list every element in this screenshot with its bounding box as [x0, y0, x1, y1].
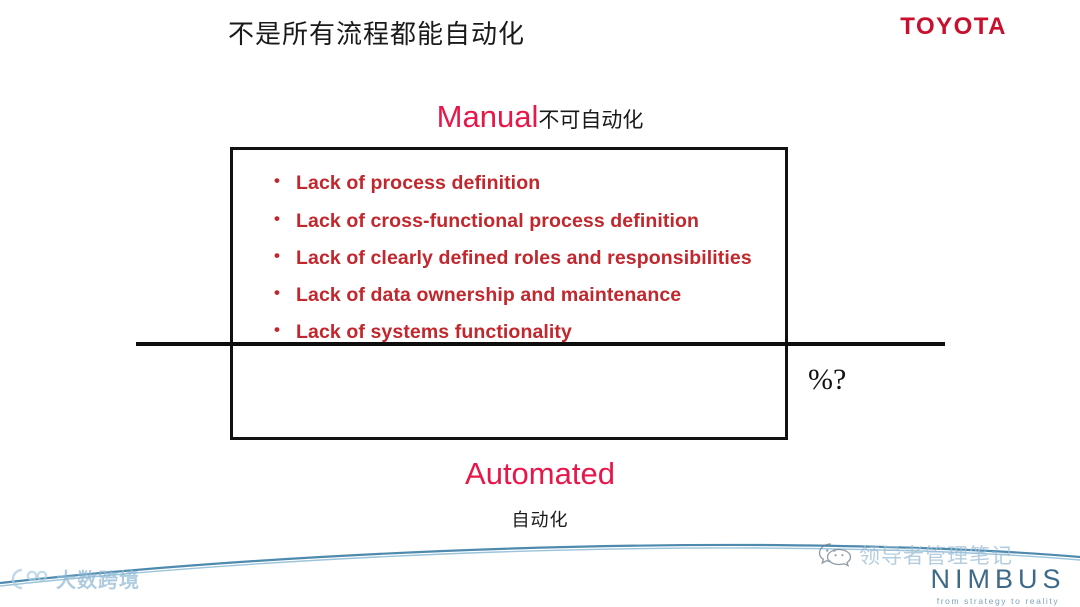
watermark-wechat: 领导者管理笔记 — [818, 540, 1013, 570]
dashu-logo-icon — [11, 568, 48, 589]
toyota-logo: TOYOTA — [900, 13, 1007, 40]
nimbus-logo: NIMBUS from strategy to reality — [918, 564, 1078, 607]
watermark-wechat-label: 领导者管理笔记 — [859, 545, 1013, 568]
list-item: Lack of cross-functional process definit… — [272, 207, 792, 235]
automated-heading-en: Automated — [465, 456, 615, 491]
manual-heading-zh: 不可自动化 — [538, 109, 644, 132]
wechat-icon — [818, 543, 852, 567]
percent-question-label: %? — [808, 363, 847, 396]
nimbus-name: NIMBUS — [930, 564, 1066, 594]
list-item: Lack of process definition — [272, 169, 792, 197]
list-item: Lack of systems functionality — [272, 318, 792, 346]
list-item: Lack of data ownership and maintenance — [272, 281, 792, 309]
manual-bullet-list: Lack of process definition Lack of cross… — [272, 169, 792, 357]
watermark-dashu-label: 大数跨境 — [56, 570, 140, 592]
manual-heading-en: Manual — [436, 99, 539, 134]
decorative-blue-curve — [0, 543, 1080, 587]
nimbus-tagline: from strategy to reality — [936, 596, 1060, 606]
manual-automated-divider-line — [136, 342, 945, 346]
list-item: Lack of clearly defined roles and respon… — [272, 244, 792, 272]
manual-heading: Manual不可自动化 — [0, 99, 1080, 135]
automated-heading-zh: 自动化 — [511, 510, 569, 530]
watermark-dashu: 大数跨境 — [8, 564, 140, 593]
page-title: 不是所有流程都能自动化 — [228, 19, 526, 49]
